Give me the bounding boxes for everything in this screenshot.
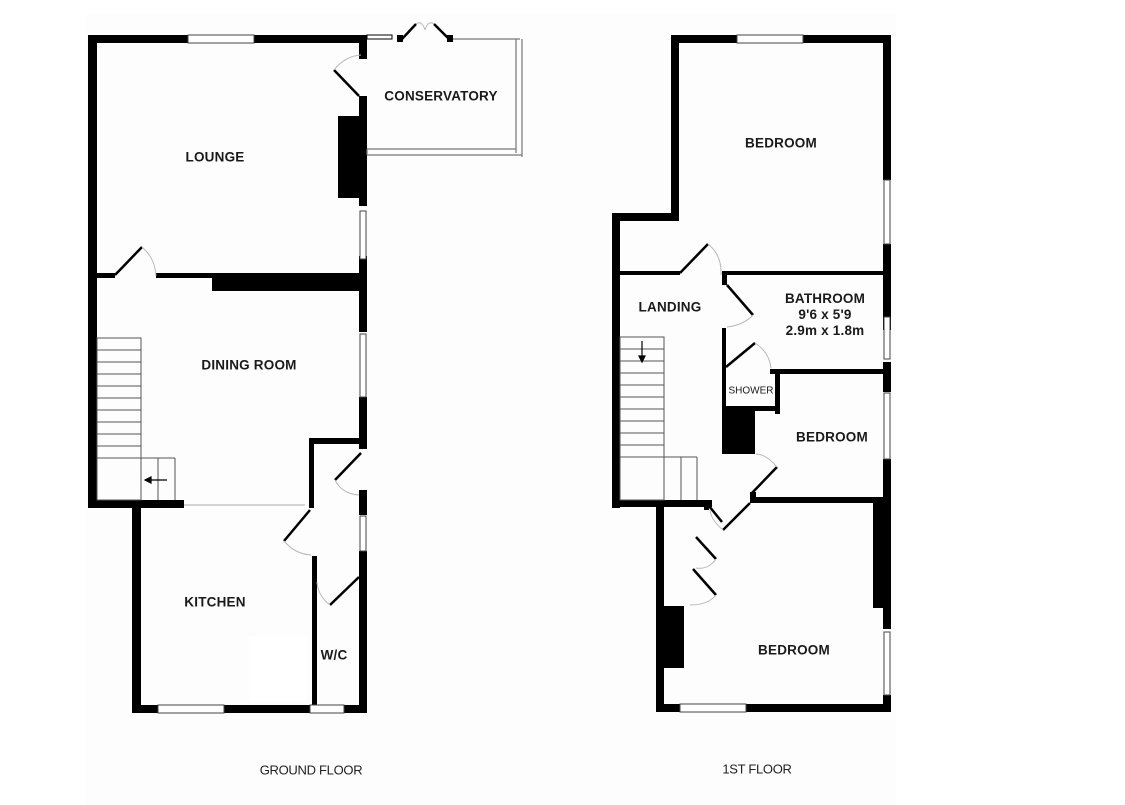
ground-floor-stairs (96, 337, 305, 506)
bathroom-dimensions-metric: 2.9m x 1.8m (785, 323, 865, 338)
ground-floor-windows (157, 34, 367, 714)
room-label-dining-room: DINING ROOM (201, 357, 297, 373)
room-label-shower: SHOWER (728, 385, 774, 397)
room-label-conservatory: CONSERVATORY (384, 88, 498, 104)
ground-floor-walls (88, 34, 453, 713)
room-label-wc: W/C (320, 647, 348, 663)
room-label-kitchen: KITCHEN (184, 594, 246, 610)
stairs-arrow-left-icon (143, 476, 167, 484)
door-swing-arcs (141, 22, 435, 606)
kitchen-appliance-area (249, 636, 307, 702)
stairs-arrow-down-icon (638, 341, 646, 364)
ground-floor-doors (114, 23, 450, 606)
room-label-bathroom: BATHROOM 9'6 x 5'9 2.9m x 1.8m (785, 291, 865, 339)
floor-caption-first: 1ST FLOOR (722, 761, 792, 777)
first-floor-stairs (619, 336, 698, 501)
room-label-landing: LANDING (638, 299, 702, 315)
room-label-bedroom-2: BEDROOM (796, 429, 868, 445)
first-floor-door-arcs (689, 243, 778, 606)
first-floor-doors (679, 243, 778, 596)
first-floor-walls (612, 35, 891, 712)
room-label-bedroom-1: BEDROOM (745, 135, 817, 151)
room-label-lounge: LOUNGE (185, 149, 245, 165)
floor-caption-ground: GROUND FLOOR (259, 762, 363, 778)
room-label-bedroom-3: BEDROOM (758, 642, 830, 658)
first-floor-windows (679, 34, 891, 713)
conservatory-glazing (366, 38, 523, 157)
bathroom-name: BATHROOM (784, 291, 866, 306)
bathroom-dimensions-imperial: 9'6 x 5'9 (798, 307, 852, 322)
